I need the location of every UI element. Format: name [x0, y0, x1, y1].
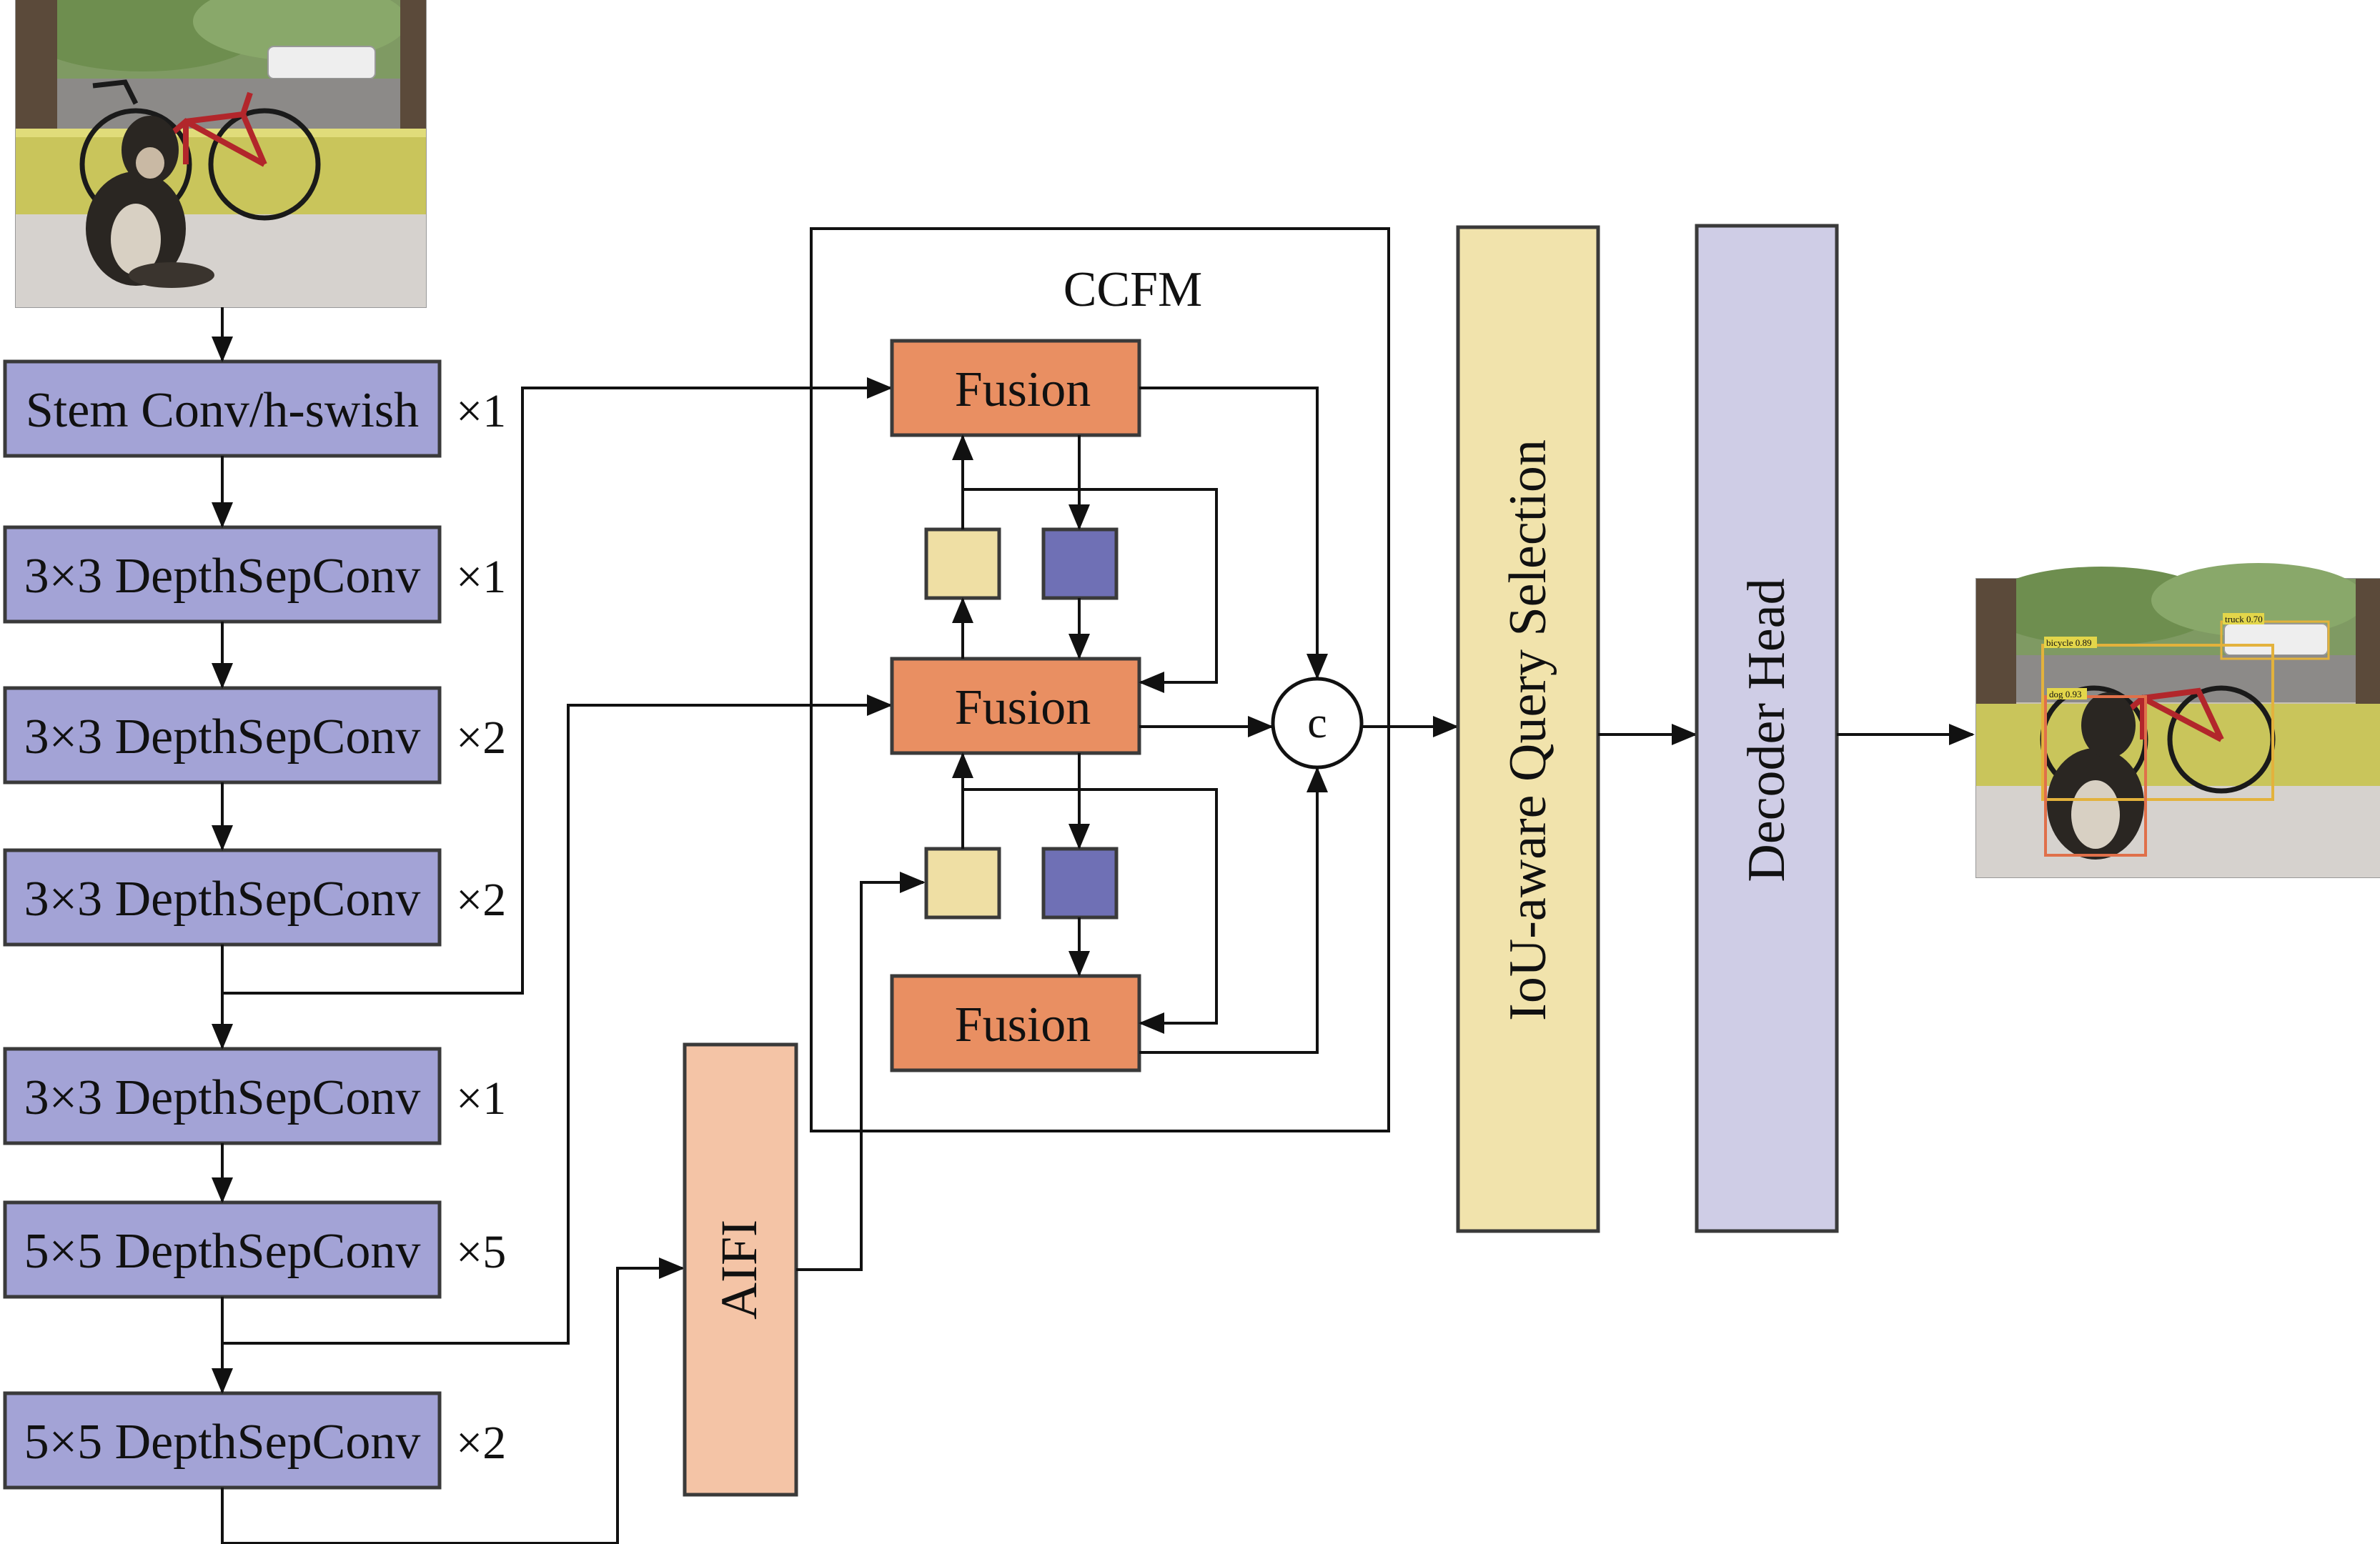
- query-selection-block: IoU-aware Query Selection: [1456, 225, 1600, 1233]
- detection-label-truck: truck 0.70: [2225, 614, 2263, 624]
- backbone-stage-3-repeat: ×2: [456, 712, 506, 764]
- decoder-block: Decoder Head: [1695, 224, 1839, 1233]
- aifi-label: AIFI: [710, 1220, 768, 1320]
- fusion-top-label: Fusion: [955, 362, 1091, 417]
- connector-stage4-to-top-fusion: [222, 377, 893, 995]
- backbone-stage-5-repeat: ×1: [456, 1072, 506, 1125]
- detection-box-dog: [2044, 695, 2147, 857]
- fusion-top: [890, 339, 1141, 437]
- concat-label: c: [1307, 699, 1327, 747]
- detection-box-truck: [2220, 620, 2330, 660]
- cream-block-lower: [924, 847, 1001, 920]
- connector-fusion-top-to-concat: [1139, 387, 1328, 679]
- fusion-bottom-label: Fusion: [955, 997, 1091, 1052]
- backbone-stage-6-label: 5×5 DepthSepConv: [24, 1224, 421, 1279]
- backbone: Stem Conv/h-swish 3×3 DepthSepConv 3×3 D…: [3, 307, 506, 1490]
- fusion-bottom: [890, 974, 1141, 1072]
- backbone-stage-4-label: 3×3 DepthSepConv: [24, 872, 421, 927]
- query-selection-label: IoU-aware Query Selection: [1499, 439, 1557, 1021]
- ccfm-title: CCFM: [1063, 262, 1203, 317]
- backbone-stage-7-repeat: ×2: [456, 1417, 506, 1469]
- detection-label-dog: dog 0.93: [2049, 689, 2082, 699]
- connector-aifi-to-cream-lower: [796, 872, 926, 1271]
- output-image: bicycle 0.89 dog 0.93 truck 0.70: [1975, 563, 2380, 878]
- backbone-stage-1-label: Stem Conv/h-swish: [26, 383, 419, 438]
- connector-stage6-to-mid-fusion: [222, 694, 893, 1345]
- input-image: [15, 0, 427, 308]
- navy-block-upper: [1041, 527, 1119, 600]
- backbone-stage-1-repeat: ×1: [456, 385, 506, 437]
- aifi-block: AIFI: [683, 872, 926, 1497]
- cream-block-upper: [924, 527, 1001, 600]
- backbone-stage-2: [3, 525, 442, 624]
- ccfm-frame: [810, 227, 1390, 1132]
- backbone-stage-5: [3, 1047, 442, 1145]
- backbone-stage-4-repeat: ×2: [456, 874, 506, 926]
- detection-box-bicycle: [2041, 644, 2274, 801]
- backbone-stage-4: [3, 848, 442, 947]
- connector-upper-loop: [963, 488, 1218, 693]
- backbone-stage-7: [3, 1391, 442, 1490]
- connector-stage7-to-aifi: [221, 1257, 685, 1544]
- detection-label-bicycle: bicycle 0.89: [2046, 637, 2092, 648]
- backbone-stage-1: [3, 359, 442, 458]
- connector-lower-loop: [963, 788, 1218, 1034]
- backbone-stage-5-label: 3×3 DepthSepConv: [24, 1070, 421, 1125]
- backbone-stage-2-label: 3×3 DepthSepConv: [24, 549, 421, 604]
- backbone-stage-2-repeat: ×1: [456, 551, 506, 603]
- connector-fusion-bottom-to-concat: [1139, 767, 1328, 1054]
- backbone-stage-3-label: 3×3 DepthSepConv: [24, 709, 421, 764]
- fusion-mid-label: Fusion: [955, 680, 1091, 735]
- backbone-stage-7-label: 5×5 DepthSepConv: [24, 1415, 421, 1470]
- skip-connections: [221, 377, 893, 1544]
- fusion-mid: [890, 657, 1141, 755]
- ccfm-module: CCFM Fusion Fusion Fusion c: [810, 227, 1390, 1132]
- decoder-label: Decoder Head: [1737, 578, 1796, 882]
- navy-block-lower: [1041, 847, 1119, 920]
- backbone-stage-6-repeat: ×5: [456, 1226, 506, 1278]
